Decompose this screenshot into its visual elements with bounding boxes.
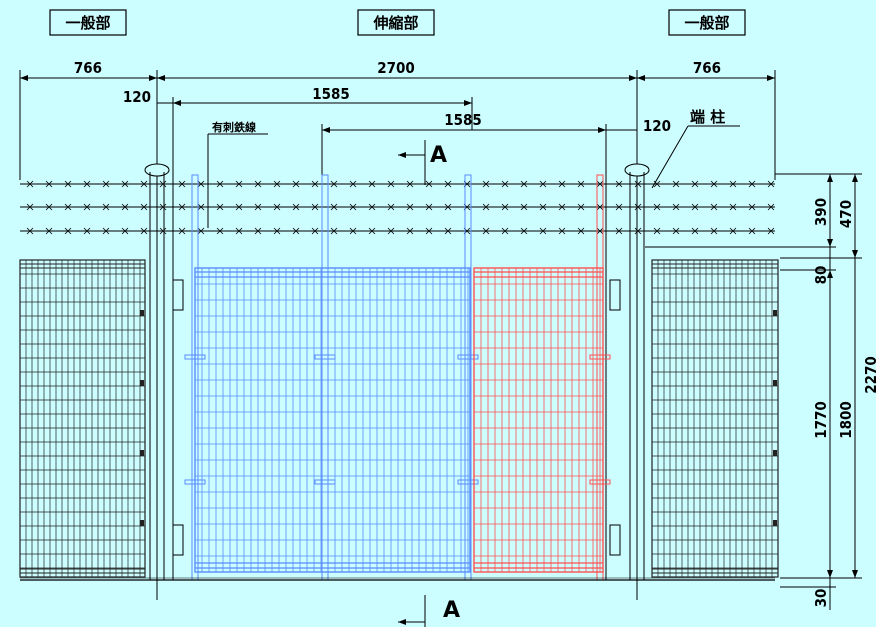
dim-panel-height: 1800: [837, 401, 855, 439]
dim-left-width: 766: [74, 59, 102, 77]
barbed-wire-label: 有刺鉄線: [212, 120, 256, 134]
dim-gate-span-1: 1585: [312, 85, 350, 103]
section-label-right-text: 一般部: [684, 14, 729, 32]
blue-gate-panel: [184, 174, 479, 581]
section-label-left-text: 一般部: [65, 14, 110, 32]
dim-right-post-offset: 120: [643, 117, 671, 135]
dimension-ticks: [20, 75, 775, 133]
dim-mesh-height: 1770: [812, 401, 830, 439]
section-label-center: 伸縮部: [357, 9, 435, 36]
left-mesh-panel: [19, 259, 146, 578]
dim-wire-zone: 390: [812, 198, 830, 226]
red-gate-panel: [473, 174, 611, 581]
section-mark-bottom: A: [398, 595, 460, 627]
right-end-post: [624, 163, 650, 580]
dim-gap-80: 80: [812, 266, 830, 285]
end-post-label: 端 柱: [690, 108, 725, 126]
right-mesh-panel: [651, 259, 779, 578]
section-label-right: 一般部: [668, 9, 746, 36]
top-dimension-lines: [19, 70, 776, 600]
dim-left-post-offset: 120: [123, 88, 151, 106]
dim-base-30: 30: [812, 589, 830, 608]
barbed-wire-lines: [20, 180, 775, 235]
hinge-brackets: [172, 279, 621, 556]
section-mark-bottom-text: A: [443, 598, 460, 623]
section-mark-top: A: [398, 140, 447, 185]
right-dimension-ticks: [827, 174, 858, 578]
dim-total-height: 2270: [862, 356, 876, 394]
dim-right-width: 766: [693, 59, 721, 77]
section-label-center-text: 伸縮部: [372, 14, 418, 32]
section-mark-top-text: A: [430, 143, 447, 168]
dim-gate-span-2: 1585: [444, 111, 482, 129]
dim-top-zone: 470: [837, 200, 855, 228]
section-label-left: 一般部: [49, 9, 127, 36]
left-end-post: [144, 163, 170, 580]
dim-center-width: 2700: [377, 59, 415, 77]
